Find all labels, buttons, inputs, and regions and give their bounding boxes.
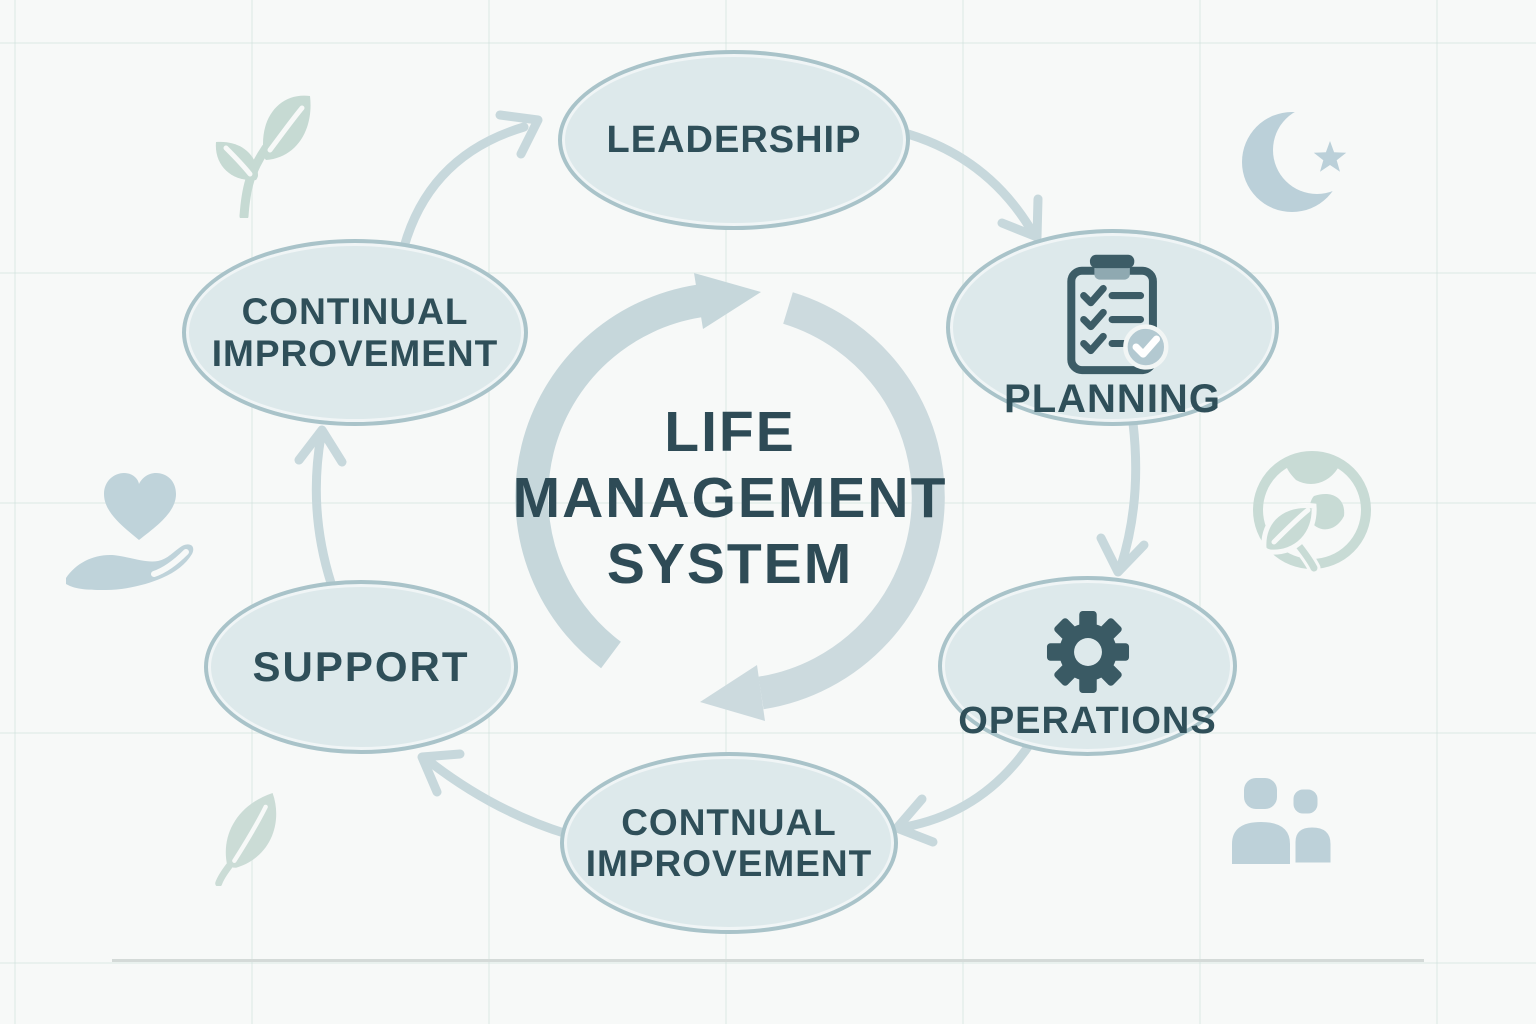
checklist-clipboard-icon	[1066, 254, 1168, 375]
arrow-ci-bottom-to-support	[417, 749, 572, 839]
node-planning: PLANNING	[946, 229, 1279, 426]
node-continual-improvement-top: CONTINUAL IMPROVEMENT	[182, 239, 528, 426]
diagram-title: LIFE MANAGEMENT SYSTEM	[440, 399, 1020, 597]
people-icon	[1232, 778, 1334, 866]
node-operations-label: OPERATIONS	[958, 700, 1217, 742]
node-operations: OPERATIONS	[938, 576, 1237, 756]
node-leadership: LEADERSHIP	[558, 50, 910, 230]
bottom-rule	[112, 959, 1424, 962]
node-planning-label: PLANNING	[1004, 377, 1221, 422]
arrow-leadership-to-planning	[896, 127, 1043, 242]
heart-in-hand-icon	[66, 473, 194, 590]
node-leadership-label: LEADERSHIP	[606, 118, 862, 161]
node-ci-top-label-line1: CONTINUAL	[241, 291, 469, 333]
arrow-planning-to-operations	[1096, 418, 1149, 577]
node-continual-improvement-bottom: CONTNUAL IMPROVEMENT	[560, 752, 898, 934]
node-ci-bottom-label-line1: CONTNUAL	[621, 801, 837, 843]
diagram-title-line1: LIFE	[664, 400, 796, 464]
node-support-label: SUPPORT	[252, 643, 470, 691]
eco-globe-icon	[1253, 451, 1371, 575]
node-ci-bottom-label-line2: IMPROVEMENT	[585, 843, 873, 884]
leaf-icon	[215, 792, 277, 886]
arrow-ci-top-to-leadership	[399, 110, 543, 252]
arrow-operations-to-ci-bottom	[892, 736, 1037, 847]
gear-icon	[1046, 610, 1129, 694]
arrow-support-to-ci-top	[294, 425, 347, 588]
diagram-title-line3: SYSTEM	[606, 532, 854, 596]
node-ci-top-label-line2: IMPROVEMENT	[211, 332, 499, 374]
crescent-moon-star-icon	[1242, 112, 1347, 212]
node-support: SUPPORT	[204, 580, 518, 754]
sprout-icon	[215, 95, 311, 218]
diagram-title-line2: MANAGEMENT	[512, 466, 948, 530]
